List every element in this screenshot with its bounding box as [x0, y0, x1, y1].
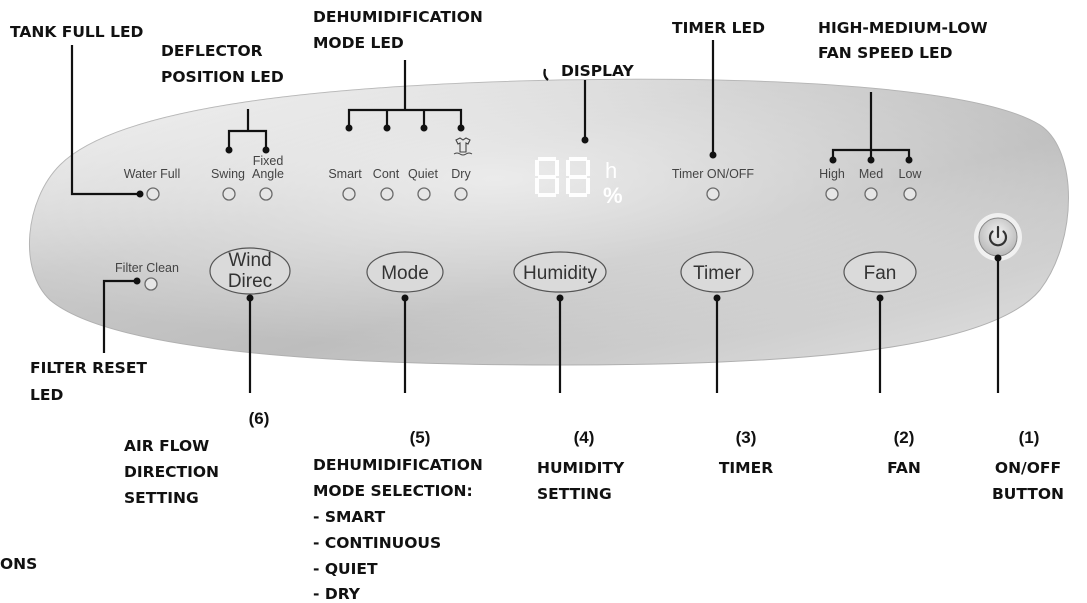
cont-label: Cont	[373, 167, 400, 181]
display-unit-percent: %	[603, 183, 623, 208]
function-5-line: DEHUMIDIFICATION	[313, 456, 483, 474]
function-number-6: (6)	[249, 409, 270, 428]
smart-led	[342, 187, 356, 201]
callout-wires	[70, 40, 1002, 393]
function-3-line: TIMER	[719, 459, 773, 477]
fixed-label: Fixed	[253, 154, 284, 168]
display-digit-2	[566, 157, 590, 197]
fixed-angle-led	[259, 187, 273, 201]
timer-label: Timer	[693, 263, 742, 284]
shirt-dry-icon	[453, 137, 473, 156]
timer-led-callout: TIMER LED	[672, 19, 765, 37]
function-4-line: SETTING	[537, 485, 612, 503]
dry-led	[454, 187, 468, 201]
segment-display: h %	[535, 157, 623, 208]
timer-led	[706, 187, 720, 201]
dry-label: Dry	[451, 167, 471, 181]
deflector-callout-line1: DEFLECTOR	[161, 42, 263, 60]
med-led	[864, 187, 878, 201]
wind-label: Wind	[228, 250, 271, 271]
swing-led	[222, 187, 236, 201]
function-2-description: FAN	[887, 459, 921, 477]
fan-button[interactable]: Fan	[843, 251, 917, 293]
function-5-line: - DRY	[313, 585, 361, 603]
function-5-line: - SMART	[313, 508, 386, 526]
function-6-line: SETTING	[124, 489, 199, 507]
function-5-line: - CONTINUOUS	[313, 534, 441, 552]
function-6-description: AIR FLOW DIRECTION SETTING	[124, 437, 219, 507]
panel-sheen	[29, 79, 1069, 365]
swing-label: Swing	[211, 167, 245, 181]
function-number-3: (3)	[736, 428, 757, 447]
humidity-label: Humidity	[523, 263, 597, 284]
timer-button[interactable]: Timer	[680, 251, 754, 293]
wind-direction-button[interactable]: Wind Direc	[209, 247, 291, 295]
function-5-line: MODE SELECTION:	[313, 482, 473, 500]
function-5-line: - QUIET	[313, 560, 378, 578]
mode-label: Mode	[381, 263, 429, 284]
deflector-callout-line2: POSITION LED	[161, 68, 284, 86]
cropped-heading-fragment: ONS	[0, 555, 37, 573]
display-unit-h: h	[605, 158, 617, 183]
smart-label: Smart	[328, 167, 362, 181]
angle-label: Angle	[252, 167, 284, 181]
function-6-line: AIR FLOW	[124, 437, 209, 455]
function-number-5: (5)	[410, 428, 431, 447]
mode-button[interactable]: Mode	[366, 251, 444, 293]
filter-reset-callout-line1: FILTER RESET	[30, 359, 147, 377]
direc-label: Direc	[228, 271, 272, 292]
display-callout: DISPLAY	[561, 62, 635, 80]
function-6-line: DIRECTION	[124, 463, 219, 481]
dehum-led-callout-line1: DEHUMIDIFICATION	[313, 8, 483, 26]
quiet-label: Quiet	[408, 167, 438, 181]
low-label: Low	[899, 167, 923, 181]
water-full-led	[146, 187, 160, 201]
tank-full-callout: TANK FULL LED	[10, 23, 144, 41]
water-full-label: Water Full	[124, 167, 181, 181]
function-5-description: DEHUMIDIFICATION MODE SELECTION: - SMART…	[313, 456, 483, 603]
function-number-4: (4)	[574, 428, 595, 447]
function-4-line: HUMIDITY	[537, 459, 625, 477]
filter-clean-label: Filter Clean	[115, 261, 179, 275]
function-number-1: (1)	[1019, 428, 1040, 447]
quiet-led	[417, 187, 431, 201]
function-4-description: HUMIDITY SETTING	[537, 459, 625, 503]
power-button[interactable]	[974, 213, 1022, 261]
function-1-line: ON/OFF	[995, 459, 1061, 477]
high-led	[825, 187, 839, 201]
function-number-2: (2)	[894, 428, 915, 447]
fan-label: Fan	[864, 263, 897, 284]
filter-clean-led	[144, 277, 158, 291]
fan-speed-callout-line2: FAN SPEED LED	[818, 44, 953, 62]
function-1-line: BUTTON	[992, 485, 1064, 503]
cont-led	[380, 187, 394, 201]
function-3-description: TIMER	[719, 459, 773, 477]
timer-onoff-label: Timer ON/OFF	[672, 167, 755, 181]
dehum-led-callout-line2: MODE LED	[313, 34, 404, 52]
high-label: High	[819, 167, 845, 181]
function-2-line: FAN	[887, 459, 921, 477]
fan-speed-callout-line1: HIGH-MEDIUM-LOW	[818, 19, 988, 37]
power-icon	[988, 225, 1008, 247]
med-label: Med	[859, 167, 883, 181]
filter-reset-callout-line2: LED	[30, 386, 63, 404]
function-1-description: ON/OFF BUTTON	[992, 459, 1064, 503]
display-digit-1	[535, 157, 559, 197]
humidity-button[interactable]: Humidity	[513, 251, 607, 293]
low-led	[903, 187, 917, 201]
